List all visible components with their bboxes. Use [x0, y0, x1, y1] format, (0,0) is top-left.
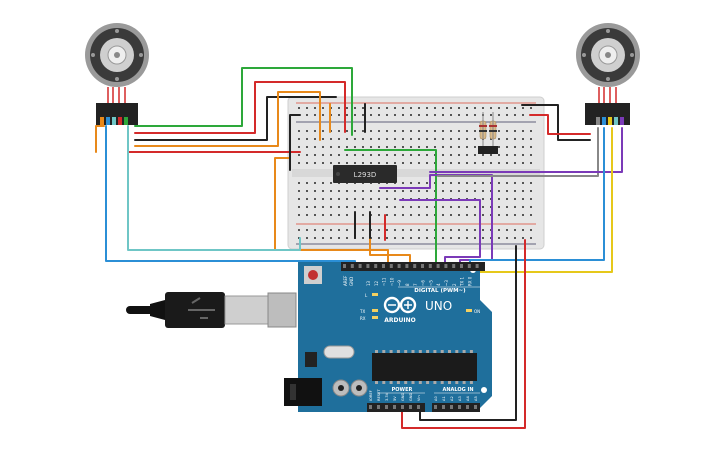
dc-jack	[284, 378, 322, 406]
digital-pin-label: ~5	[428, 280, 433, 286]
arduino-brand: ARDUINO	[384, 317, 415, 324]
resistors	[478, 112, 498, 154]
digital-pin-label: ~9	[397, 280, 402, 286]
arduino-model: UNO	[425, 299, 452, 313]
power-pin-label: 5V	[393, 396, 397, 401]
digital-pin-label: ~6	[421, 280, 426, 286]
wire-orange-left-2	[95, 125, 105, 153]
wire-black-vertical	[289, 114, 301, 171]
power-pin-label: RESET	[377, 389, 381, 401]
wire-black-power	[419, 245, 517, 421]
wire-black-left	[134, 96, 337, 141]
right-motor	[576, 23, 640, 125]
analog-pin-label: A4	[466, 396, 470, 401]
wire-orange-left-1	[134, 91, 321, 147]
analog-pin-label: A5	[474, 396, 478, 401]
digital-pin-label: 13	[366, 280, 371, 286]
wire-red-left	[134, 81, 346, 134]
wire-green-arduino	[344, 149, 437, 266]
digital-pin-label: ~10	[389, 277, 394, 286]
power-pin-label: Vin	[417, 395, 421, 401]
wire-cyan-left	[127, 125, 301, 251]
analog-pin-label: A1	[442, 396, 446, 401]
wire-grey-right	[437, 127, 599, 177]
digital-pin-label: 12	[374, 280, 379, 286]
digital-pin-label: RX 0	[467, 276, 472, 286]
on-label: ON	[474, 309, 480, 314]
digital-header-label: DIGITAL (PWM~)	[414, 288, 466, 294]
aref-label: AREF	[343, 275, 348, 286]
wires	[95, 67, 623, 429]
l293d-chip: L293D	[333, 165, 397, 183]
wire-red-power	[401, 239, 526, 429]
wire-red-left-2	[127, 149, 301, 153]
reset-button[interactable]	[308, 270, 318, 280]
arduino-logo-icon	[383, 296, 417, 314]
analog-in-label: ANALOG IN	[442, 387, 473, 393]
wire-purple-2	[399, 199, 481, 266]
chip-label: L293D	[354, 171, 377, 179]
analog-pin-label: A0	[434, 396, 438, 401]
analog-pin-label: A2	[450, 396, 454, 401]
digital-pin-label: ~3	[444, 280, 449, 286]
atmega-chip	[372, 353, 477, 381]
wire-green-left	[134, 67, 353, 136]
rx-label: RX	[360, 316, 366, 321]
power-label: POWER	[392, 387, 413, 393]
usb-cable	[126, 292, 297, 328]
power-pin-label: GND	[401, 393, 405, 401]
analog-pin-label: A3	[458, 396, 462, 401]
gnd-label: GND	[349, 277, 354, 286]
digital-pin-label: TX 1	[460, 277, 465, 287]
power-pin-label: IOREF	[369, 390, 373, 401]
tx-label: TX	[359, 309, 365, 314]
wire-red-right	[529, 114, 591, 135]
digital-pin-label: 8	[405, 283, 410, 286]
digital-pin-label: ~11	[382, 277, 387, 286]
wire-black-right	[521, 104, 591, 141]
left-motor	[85, 23, 149, 125]
digital-pin-label: 4	[436, 283, 441, 286]
power-pin-label: GND	[409, 393, 413, 401]
digital-pin-label: 7	[413, 283, 418, 286]
digital-header	[341, 262, 485, 271]
left-motor-connector	[100, 117, 134, 125]
l-led-label: L	[365, 293, 368, 298]
right-motor-connector	[590, 117, 624, 125]
power-pin-label: 3.3V	[385, 392, 389, 401]
wire-orange-arduino	[369, 234, 411, 266]
analog-header	[432, 403, 480, 412]
wire-purple-right	[429, 127, 623, 173]
digital-pin-label: 2	[452, 283, 457, 286]
